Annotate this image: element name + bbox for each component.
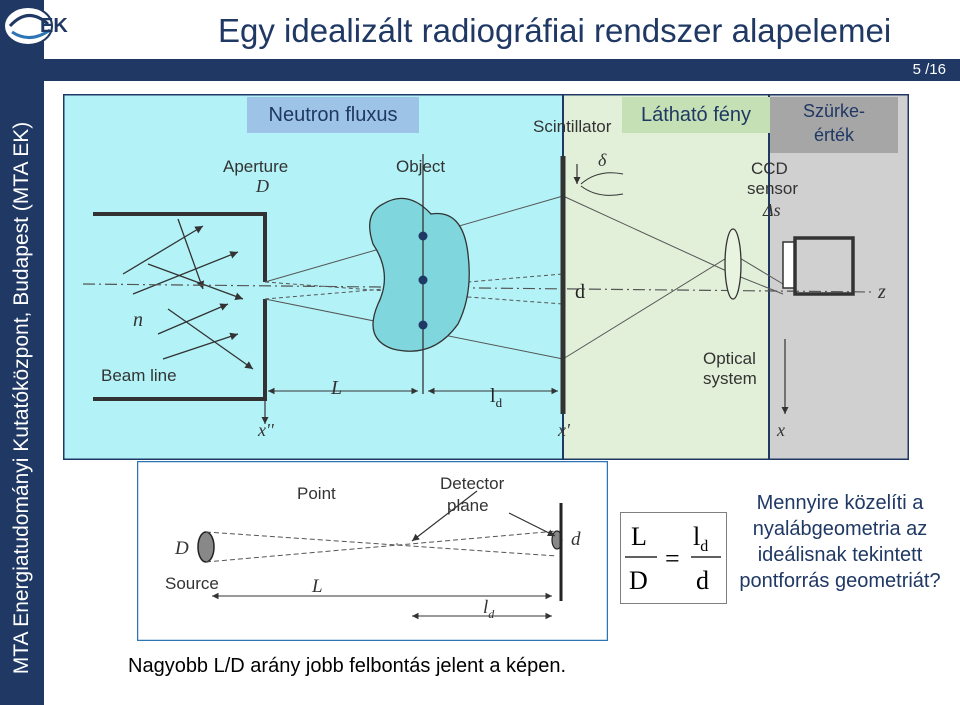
label-L: L bbox=[330, 377, 342, 399]
label-source: Source bbox=[165, 574, 219, 593]
header-bar: 5 /16 bbox=[44, 59, 960, 81]
source-ellipse bbox=[197, 531, 215, 563]
label-aperture-symbol: D bbox=[255, 176, 269, 196]
formula-box: L D = ld d bbox=[620, 512, 727, 604]
label-aperture: Aperture bbox=[223, 157, 288, 176]
formula-D: D bbox=[629, 566, 648, 595]
formula-L: L bbox=[631, 522, 647, 551]
label-detector: Detector bbox=[440, 474, 505, 493]
label-x-prime: x' bbox=[557, 420, 571, 440]
grey-value-line1: Szürke- bbox=[802, 101, 865, 121]
lens bbox=[724, 228, 742, 300]
label-optical: Optical bbox=[703, 349, 756, 368]
label-delta: δ bbox=[598, 150, 607, 170]
caption-text: Nagyobb L/D arány jobb felbontás jelent … bbox=[128, 655, 567, 677]
grey-value-label: Szürke- érték bbox=[770, 97, 898, 153]
label-bottom-ld: ld bbox=[483, 597, 495, 621]
sidebar bbox=[0, 0, 44, 705]
visible-light-label: Látható fény bbox=[622, 97, 770, 133]
neutron-flux-label: Neutron fluxus bbox=[247, 97, 419, 133]
formula-d: d bbox=[696, 566, 709, 595]
label-n: n bbox=[133, 309, 143, 331]
sidebar-institution-text: MTA Energiatudományi Kutatóközpont, Buda… bbox=[10, 121, 33, 675]
label-point: Point bbox=[297, 484, 336, 503]
source-geometry-diagram: Point Detector plane D Source L d ld bbox=[137, 461, 608, 641]
page-title: Egy idealizált radiográfiai rendszer ala… bbox=[218, 12, 892, 49]
ek-logo: EK bbox=[3, 6, 68, 46]
label-x-double-prime: x'' bbox=[257, 420, 275, 440]
label-delta-s: Δs bbox=[762, 200, 781, 220]
label-system: system bbox=[703, 369, 757, 388]
label-ccd: CCD bbox=[751, 159, 788, 178]
object-shape bbox=[369, 197, 470, 352]
label-scintillator: Scintillator bbox=[533, 117, 612, 136]
neutron-region bbox=[63, 94, 563, 460]
label-x: x bbox=[776, 420, 785, 440]
label-z: z bbox=[877, 281, 886, 303]
label-plane: plane bbox=[447, 496, 489, 515]
logo-text: EK bbox=[40, 15, 68, 37]
label-d: d bbox=[575, 281, 585, 303]
beamline-diagram: Scintillator Aperture D Object δ CCD sen… bbox=[63, 94, 909, 460]
label-object: Object bbox=[396, 157, 445, 176]
label-D: D bbox=[174, 538, 189, 559]
label-bottom-d: d bbox=[571, 529, 581, 550]
label-sensor: sensor bbox=[747, 179, 798, 198]
label-ld: ld bbox=[490, 385, 503, 410]
formula-equals: = bbox=[665, 544, 680, 573]
formula-ld: ld bbox=[693, 522, 708, 555]
grey-value-line2: érték bbox=[813, 125, 855, 145]
page-number: 5 /16 bbox=[912, 61, 946, 78]
label-beam-line: Beam line bbox=[101, 366, 177, 385]
question-text: Mennyire közelíti a nyalábgeometria az i… bbox=[739, 492, 941, 592]
label-bottom-L: L bbox=[311, 576, 323, 597]
